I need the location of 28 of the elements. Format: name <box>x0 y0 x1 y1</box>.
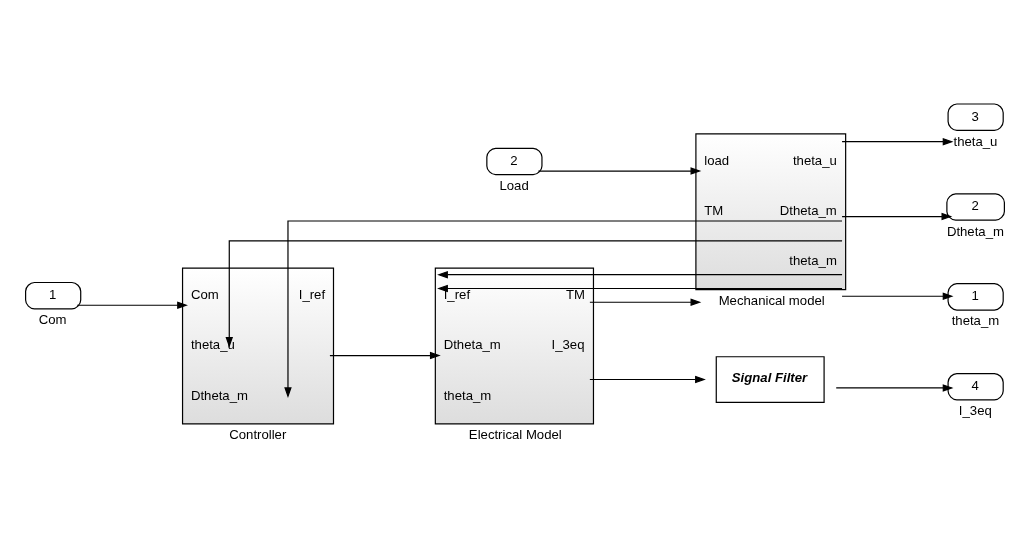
arrow <box>76 301 188 310</box>
arrow <box>841 212 953 221</box>
node-label: Electrical Model <box>468 427 562 443</box>
node-label: theta_u <box>953 133 998 149</box>
node-box: 3 <box>947 103 1004 131</box>
arrow <box>589 375 706 384</box>
node-box: 4 <box>947 372 1004 401</box>
arrow <box>437 270 843 279</box>
node-box: 2 <box>946 193 1005 221</box>
arrow <box>225 240 843 348</box>
node-label: Dtheta_m <box>946 223 1004 239</box>
arrow <box>841 292 954 301</box>
node-label: Com <box>38 312 67 328</box>
node-box: 1 <box>947 283 1004 311</box>
arrow <box>284 220 843 399</box>
arrow <box>437 284 843 293</box>
arrow <box>589 298 702 307</box>
node-label: Controller <box>229 427 287 443</box>
arrow <box>835 384 954 392</box>
node-box: 1 <box>25 281 82 310</box>
node-label: Mechanical model <box>718 293 825 309</box>
node-label: theta_m <box>951 313 1000 329</box>
arrow <box>537 167 702 175</box>
arrow <box>329 351 441 360</box>
arrow <box>841 137 954 146</box>
node-label: Load <box>499 178 529 193</box>
node-label: I_3eq <box>958 403 992 419</box>
node-box: 2 <box>486 147 543 176</box>
